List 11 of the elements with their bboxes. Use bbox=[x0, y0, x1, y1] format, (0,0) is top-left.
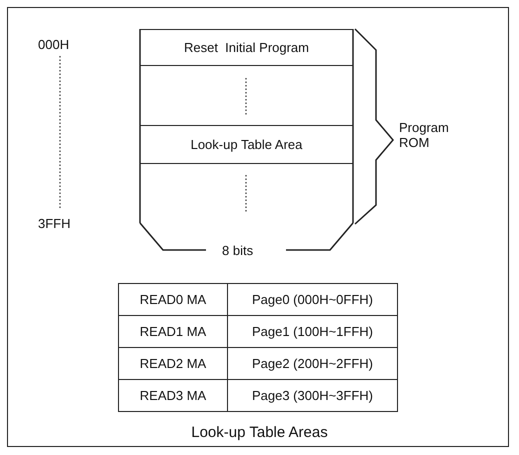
caption: Look-up Table Areas bbox=[190, 424, 329, 441]
table-cell: Page0 (000H~0FFH) bbox=[227, 283, 398, 316]
table-cell: READ0 MA bbox=[118, 283, 228, 316]
address-label: 000H bbox=[38, 37, 70, 52]
width-label: 8 bits bbox=[222, 243, 254, 258]
table-cell: Page3 (300H~3FFH) bbox=[227, 379, 398, 412]
address-label: 3FFH bbox=[38, 216, 70, 231]
table-cell: READ3 MA bbox=[118, 379, 228, 412]
memory-label: Program ROM bbox=[399, 120, 449, 150]
memory-region: Reset Initial Program bbox=[140, 29, 353, 65]
memory-region: Look-up Table Area bbox=[140, 125, 353, 163]
